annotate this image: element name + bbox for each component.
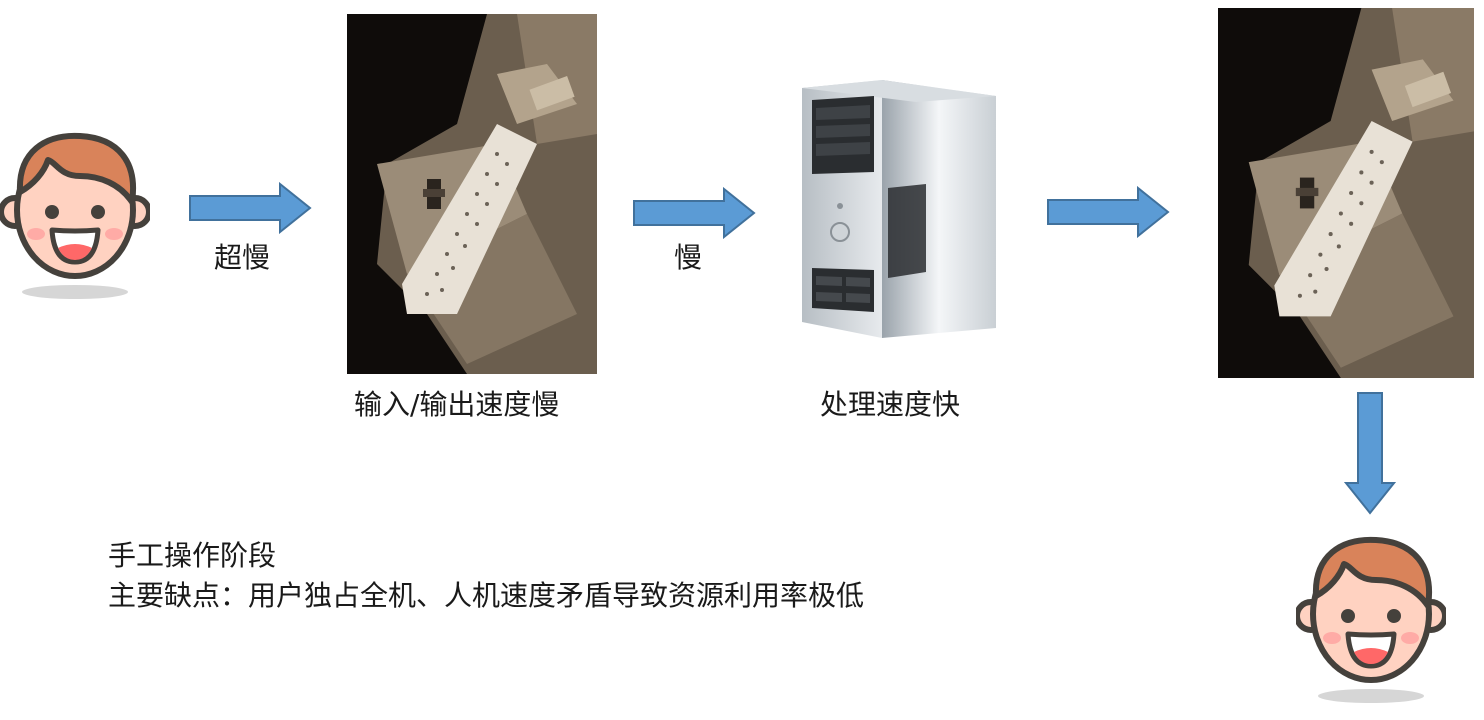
notes-stage-title: 手工操作阶段	[108, 539, 277, 572]
user-avatar-right	[1296, 526, 1446, 706]
arrow-down-icon	[1344, 391, 1396, 515]
arrow-right-icon	[188, 182, 312, 234]
paper-tape-image-input	[347, 14, 597, 374]
flow-arrow-2	[632, 187, 756, 239]
arrow-right-icon	[632, 187, 756, 239]
flow-arrow-1	[188, 182, 312, 234]
smiling-face-icon	[1296, 526, 1446, 706]
io-caption: 输入/输出速度慢	[354, 388, 560, 421]
flow-arrow-3	[1046, 186, 1170, 238]
notes-block: 手工操作阶段 主要缺点：用户独占全机、人机速度矛盾导致资源利用率极低	[108, 536, 864, 616]
cpu-caption: 处理速度快	[820, 388, 961, 421]
computer-tower-image	[796, 72, 1004, 340]
computer-tower-icon	[802, 80, 996, 338]
arrow-right-icon	[1046, 186, 1170, 238]
arrow-2-label: 慢	[674, 241, 703, 274]
paper-tape-machine-icon	[1218, 8, 1474, 378]
notes-drawbacks: 主要缺点：用户独占全机、人机速度矛盾导致资源利用率极低	[108, 579, 865, 612]
flow-arrow-down	[1344, 391, 1396, 515]
paper-tape-machine-icon	[347, 14, 597, 374]
arrow-1-label: 超慢	[214, 241, 271, 274]
paper-tape-image-output	[1218, 8, 1474, 378]
user-avatar-left	[0, 122, 150, 302]
smiling-face-icon	[0, 122, 150, 302]
